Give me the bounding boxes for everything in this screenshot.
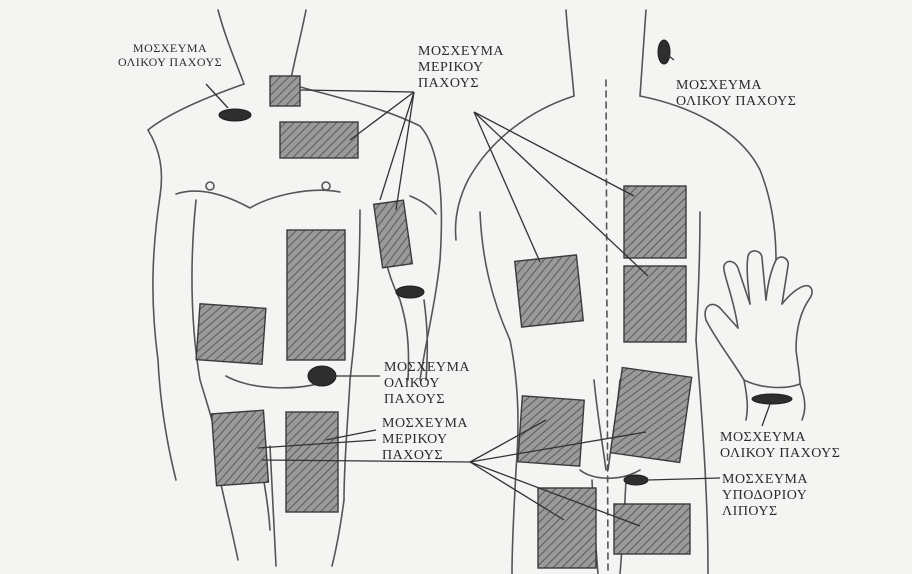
label-line: ΠΑΧΟΥΣ	[418, 76, 504, 92]
site-wrist	[752, 394, 792, 404]
label-partial-thickness-top: ΜΟΣΧΕΥΜΑ ΜΕΡΙΚΟΥ ΠΑΧΟΥΣ	[418, 44, 504, 92]
label-partial-thickness-thigh: ΜΟΣΧΕΥΜΑ ΜΕΡΙΚΟΥ ΠΑΧΟΥΣ	[382, 416, 468, 464]
graft-back-upper	[624, 186, 686, 258]
graft-back-thigh-right	[614, 504, 690, 554]
graft-back-thigh-left	[538, 488, 596, 568]
label-full-thickness-groin: ΜΟΣΧΕΥΜΑ ΟΛΙΚΟΥ ΠΑΧΟΥΣ	[384, 360, 470, 408]
site-groin	[308, 366, 336, 386]
graft-upper-arm	[374, 200, 413, 268]
label-line: ΜΟΣΧΕΥΜΑ	[382, 416, 468, 432]
graft-neck	[270, 76, 300, 106]
label-line: ΟΛΙΚΟΥ ΠΑΧΟΥΣ	[676, 94, 796, 110]
graft-abdomen-vertical	[287, 230, 345, 360]
site-gluteal-fold	[624, 475, 648, 485]
label-line: ΥΠΟΔΟΡΙΟΥ	[722, 488, 808, 504]
graft-thigh-right	[286, 412, 338, 512]
label-line: ΜΕΡΙΚΟΥ	[418, 60, 504, 76]
label-line: ΜΟΣΧΕΥΜΑ	[722, 472, 808, 488]
graft-flank	[196, 304, 266, 364]
label-line: ΜΕΡΙΚΟΥ	[382, 432, 468, 448]
label-subcutaneous-fat-graft: ΜΟΣΧΕΥΜΑ ΥΠΟΔΟΡΙΟΥ ΛΙΠΟΥΣ	[722, 472, 808, 520]
label-line: ΠΑΧΟΥΣ	[384, 392, 470, 408]
label-line: ΜΟΣΧΕΥΜΑ	[418, 44, 504, 60]
graft-chest	[280, 122, 358, 158]
label-full-thickness-neck-left: ΜΟΣΧΕΥΜΑ ΟΛΙΚΟΥ ΠΑΧΟΥΣ	[118, 42, 222, 70]
label-line: ΟΛΙΚΟΥ ΠΑΧΟΥΣ	[118, 56, 222, 70]
label-line: ΠΑΧΟΥΣ	[382, 448, 468, 464]
site-elbow	[396, 286, 424, 298]
label-line: ΟΛΙΚΟΥ	[384, 376, 470, 392]
graft-back-lower	[624, 266, 686, 342]
label-line: ΜΟΣΧΕΥΜΑ	[384, 360, 470, 376]
label-line: ΜΟΣΧΕΥΜΑ	[720, 430, 840, 446]
label-full-thickness-wrist: ΜΟΣΧΕΥΜΑ ΟΛΙΚΟΥ ΠΑΧΟΥΣ	[720, 430, 840, 462]
label-line: ΜΟΣΧΕΥΜΑ	[676, 78, 796, 94]
label-full-thickness-neck-right: ΜΟΣΧΕΥΜΑ ΟΛΙΚΟΥ ΠΑΧΟΥΣ	[676, 78, 796, 110]
graft-back-arm	[515, 255, 584, 327]
partial-thickness-grafts	[196, 76, 692, 568]
label-line: ΟΛΙΚΟΥ ΠΑΧΟΥΣ	[720, 446, 840, 462]
graft-buttock-left	[518, 396, 584, 466]
graft-buttock-right	[610, 368, 691, 463]
label-line: ΛΙΠΟΥΣ	[722, 504, 808, 520]
site-supraclavicular	[219, 109, 251, 121]
hand-outline	[705, 251, 812, 388]
label-line: ΜΟΣΧΕΥΜΑ	[118, 42, 222, 56]
